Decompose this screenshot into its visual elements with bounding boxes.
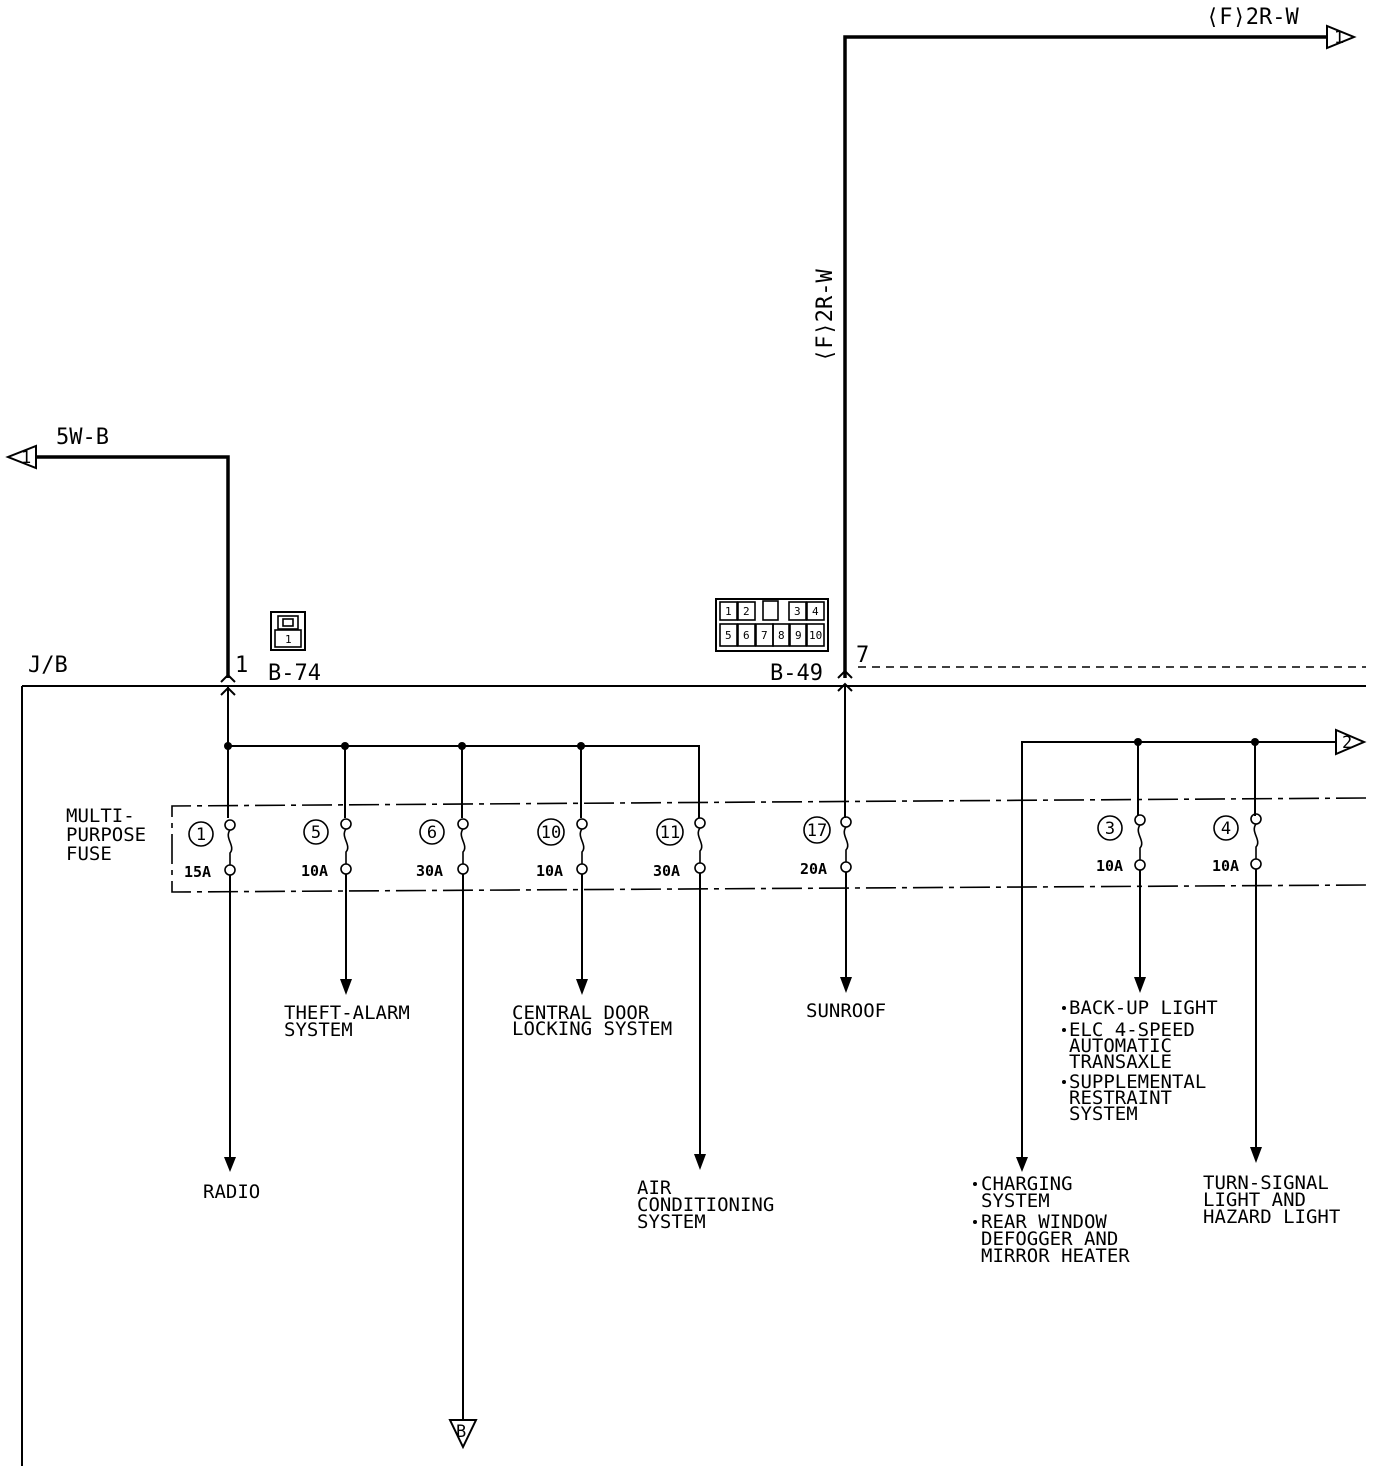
connector-b74-pin: 1 — [235, 653, 248, 678]
svg-text:2: 2 — [1342, 733, 1352, 753]
off-page-connector-bottom: B — [448, 1419, 478, 1450]
svg-text:30A: 30A — [416, 862, 443, 880]
b49-pin-2: 2 — [743, 605, 750, 618]
junction-dots — [224, 738, 1259, 750]
dest-turn-signal-2: LIGHT AND — [1203, 1189, 1306, 1211]
off-page-connector-left: 1 — [5, 444, 37, 470]
dest-sunroof: SUNROOF — [806, 1000, 886, 1022]
svg-text:RESTRAINT: RESTRAINT — [1069, 1087, 1172, 1109]
connector-b74: 1 B-74 1 — [235, 611, 321, 686]
off-page-connector-right: 2 — [1335, 728, 1367, 756]
dest-charging-group: CHARGING SYSTEM REAR WINDOW DEFOGGER AND… — [973, 1173, 1130, 1267]
svg-text:ELC 4-SPEED: ELC 4-SPEED — [1069, 1019, 1195, 1041]
svg-text:CHARGING: CHARGING — [981, 1173, 1073, 1195]
fuse-block-label-line-1: MULTI- — [66, 805, 135, 827]
svg-text:1: 1 — [21, 448, 31, 468]
svg-text:11: 11 — [660, 823, 680, 843]
svg-text:20A: 20A — [800, 860, 827, 878]
wire-label-top-right: ⟨F⟩2R-W — [1206, 5, 1299, 30]
fuse-10: 10 10A — [536, 818, 588, 880]
wire-2r-w: ⟨F⟩2R-W ⟨F⟩2R-W — [813, 5, 1326, 678]
wire-label-vertical: ⟨F⟩2R-W — [813, 269, 838, 362]
svg-text:REAR WINDOW: REAR WINDOW — [981, 1211, 1107, 1233]
dest-air-conditioning-1: AIR — [637, 1177, 672, 1199]
svg-text:6: 6 — [427, 823, 437, 843]
fuse-block: MULTI- PURPOSE FUSE — [66, 797, 1367, 893]
dest-central-door-2: LOCKING SYSTEM — [512, 1018, 672, 1040]
svg-text:10A: 10A — [1096, 857, 1123, 875]
connector-b74-pin-1: 1 — [285, 633, 292, 646]
b49-pin-7: 7 — [761, 629, 768, 642]
svg-text:MIRROR HEATER: MIRROR HEATER — [981, 1245, 1130, 1267]
connector-b74-label: B-74 — [268, 661, 321, 686]
svg-text:AUTOMATIC: AUTOMATIC — [1069, 1035, 1172, 1057]
svg-text:SUPPLEMENTAL: SUPPLEMENTAL — [1069, 1071, 1206, 1093]
svg-text:SYSTEM: SYSTEM — [1069, 1103, 1138, 1125]
b49-pin-5: 5 — [725, 629, 732, 642]
fuse-5: 5 10A — [301, 818, 352, 880]
fuse-17: 17 20A — [800, 816, 852, 878]
connector-b49-pin: 7 — [856, 643, 869, 668]
svg-text:DEFOGGER AND: DEFOGGER AND — [981, 1228, 1118, 1250]
svg-text:10: 10 — [541, 823, 561, 843]
svg-text:10A: 10A — [1212, 857, 1239, 875]
off-page-connector-top-right: 1 — [1326, 24, 1357, 50]
svg-text:B: B — [456, 1422, 466, 1442]
dest-turn-signal-1: TURN-SIGNAL — [1203, 1172, 1329, 1194]
b49-pin-6: 6 — [743, 629, 750, 642]
dest-radio: RADIO — [203, 1181, 260, 1203]
b49-pin-1: 1 — [725, 605, 732, 618]
output-wires — [229, 869, 1257, 1420]
dest-central-door-1: CENTRAL DOOR — [512, 1002, 650, 1024]
svg-text:5: 5 — [311, 823, 321, 843]
b49-pin-10: 10 — [809, 629, 822, 642]
svg-text:30A: 30A — [653, 862, 680, 880]
svg-text:1: 1 — [1334, 28, 1344, 48]
internal-feeds — [227, 686, 1336, 1158]
dest-turn-signal-3: HAZARD LIGHT — [1203, 1206, 1340, 1228]
svg-text:1: 1 — [196, 825, 206, 845]
b49-pin-9: 9 — [795, 629, 802, 642]
dest-air-conditioning-2: CONDITIONING — [637, 1194, 774, 1216]
connector-b49: 1 2 3 4 5 6 7 8 9 10 B-49 7 — [715, 598, 869, 686]
svg-text:BACK-UP LIGHT: BACK-UP LIGHT — [1069, 997, 1218, 1019]
b49-pin-3: 3 — [794, 605, 801, 618]
fuse-4: 4 10A — [1212, 813, 1262, 875]
junction-block: J/B — [21, 653, 1366, 1466]
fuse-block-label-line-2: PURPOSE — [66, 824, 146, 846]
fuse-6: 6 30A — [416, 818, 469, 880]
svg-text:15A: 15A — [184, 863, 211, 881]
dest-theft-alarm-1: THEFT-ALARM — [284, 1002, 410, 1024]
wire-5w-b: 5W-B — [36, 425, 230, 678]
svg-text:SYSTEM: SYSTEM — [981, 1190, 1050, 1212]
svg-text:4: 4 — [1221, 819, 1231, 839]
dest-theft-alarm-2: SYSTEM — [284, 1019, 353, 1041]
fuse-1: 1 15A — [184, 819, 236, 881]
svg-text:10A: 10A — [301, 862, 328, 880]
b49-pin-8: 8 — [778, 629, 785, 642]
dest-air-conditioning-3: SYSTEM — [637, 1211, 706, 1233]
svg-text:10A: 10A — [536, 862, 563, 880]
jb-label: J/B — [28, 653, 68, 678]
output-arrows — [224, 977, 1262, 1172]
connector-b49-label: B-49 — [770, 661, 823, 686]
svg-text:3: 3 — [1105, 819, 1115, 839]
svg-text:TRANSAXLE: TRANSAXLE — [1069, 1051, 1172, 1073]
b49-pin-4: 4 — [812, 605, 819, 618]
fuse-11: 11 30A — [653, 817, 706, 880]
fuse-3: 3 10A — [1096, 814, 1146, 875]
svg-text:17: 17 — [807, 821, 827, 841]
fuse-block-label-line-3: FUSE — [66, 843, 112, 865]
dest-backup-group: BACK-UP LIGHT ELC 4-SPEED AUTOMATIC TRAN… — [1062, 997, 1218, 1125]
wire-label-left: 5W-B — [56, 425, 109, 450]
